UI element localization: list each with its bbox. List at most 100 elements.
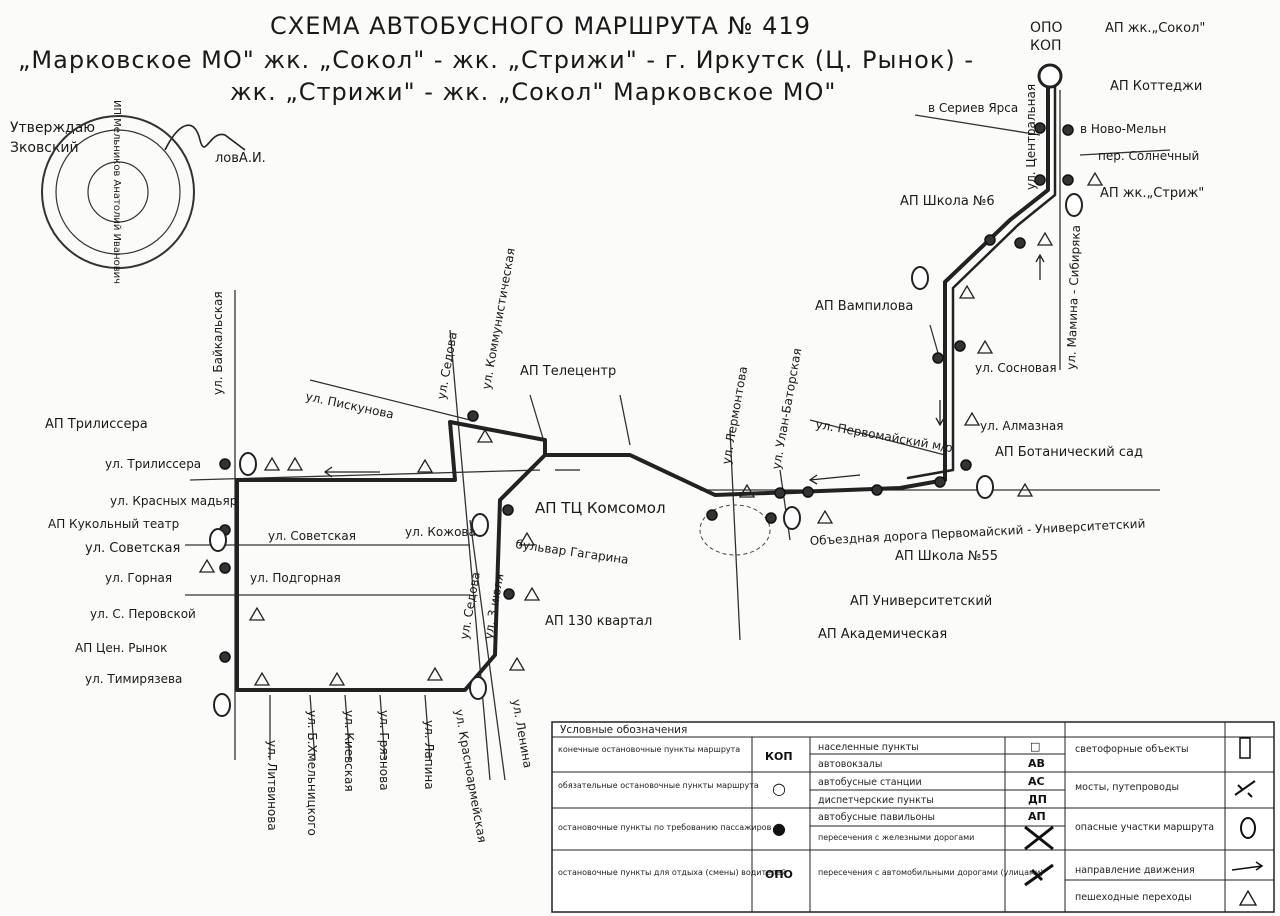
label-ap-shkola55: АП Школа №55 [895, 549, 998, 564]
label-ul-almaznaya: ул. Алмазная [980, 419, 1063, 433]
label-ul-s-perovskoy: ул. С. Перовской [90, 607, 196, 621]
label-ul-piskunova: ул. Пискунова [304, 389, 395, 421]
legend-row-7-desc3: направление движения [1075, 865, 1195, 876]
label-ul-timiryazeva: ул. Тимирязева [85, 672, 182, 686]
label-obezdnaya: Объездная дорога Первомайский - Универси… [809, 516, 1145, 548]
approval-signature-name: ловА.И. [215, 151, 266, 166]
label-ap-botanichesky: АП Ботанический сад [995, 445, 1143, 460]
legend-row-1-desc3: светофорные объекты [1075, 744, 1189, 755]
label-v-novo-melny: в Ново-Мельн [1080, 122, 1166, 136]
streets [185, 90, 1171, 781]
label-ul-lenina: ул. Ленина [509, 698, 535, 769]
stamp-text: ИП Мельников Анатолий Иванович [111, 100, 122, 284]
approval-line-2: Зковский [10, 140, 79, 156]
legend-row-7-desc: остановочные пункты для отдыха (смены) в… [558, 868, 786, 877]
label-ul-kozhova: ул. Кожова [405, 525, 476, 539]
label-ul-mamina-sibiryaka: ул. Мамина - Сибиряка [1064, 225, 1083, 370]
road-crossing-icon [1024, 863, 1054, 887]
label-ul-trilissera: ул. Трилиссера [105, 457, 201, 471]
pedestrian-crossing-icon [1238, 889, 1258, 906]
label-ul-ulan-batorskaya: ул. Улан-Баторская [769, 347, 804, 470]
railway-crossing-icon [1024, 825, 1054, 851]
traffic-light-icon [1239, 737, 1251, 759]
title-line-1: СХЕМА АВТОБУСНОГО МАРШРУТА № 419 [270, 12, 811, 40]
label-ul-sovetskaya-2: ул. Советская [268, 529, 356, 543]
legend: Условные обозначения конечные остановочн… [551, 721, 1275, 913]
legend-row-2-desc2: автовокзалы [818, 759, 882, 770]
legend-row-5-sym2: АП [1028, 810, 1046, 823]
danger-markers [209, 193, 1083, 717]
label-ul-sedova-2: ул. Седова [457, 571, 483, 641]
pavilion-markers [198, 171, 1104, 686]
title-line-3: жк. „Стрижи" - жк. „Сокол" Марковское МО… [230, 78, 836, 106]
terminal-label-2: КОП [1030, 38, 1062, 54]
bridge-icon [1234, 780, 1256, 798]
label-per-solnechny: пер. Солнечный [1098, 149, 1199, 163]
label-ul-lapina: ул. Лапина [422, 720, 436, 790]
title-line-2: „Марковское МО" жк. „Сокол" - жк. „Стриж… [18, 46, 974, 74]
label-ap-telecentr: АП Телецентр [520, 364, 616, 379]
label-ap-akademicheskaya: АП Академическая [818, 627, 947, 642]
direction-arrows [323, 253, 1045, 485]
label-ap-130-kvartal: АП 130 квартал [545, 614, 652, 629]
label-ul-3-iyulya: ул. 3 июля [481, 572, 506, 640]
label-ul-gryaznova: ул. Грязнова [377, 710, 391, 791]
legend-row-5-desc3: опасные участки маршрута [1075, 822, 1214, 833]
legend-row-1-desc: конечные остановочные пункты маршрута [558, 745, 740, 754]
legend-row-1-sym: КОП [765, 750, 793, 763]
label-ul-b-khmelnitskogo: ул. Б.Хмельницкого [305, 710, 319, 836]
bus-route-path-return [906, 73, 1057, 480]
legend-title: Условные обозначения [560, 724, 687, 736]
stop-markers [219, 122, 1074, 663]
label-ap-vampilova: АП Вампилова [815, 299, 913, 314]
label-bulvar-gagarina: бульвар Гагарина [515, 537, 630, 567]
label-ap-shkola6: АП Школа №6 [900, 194, 995, 209]
legend-row-7-desc2: пересечения с автомобильными дорогами (у… [818, 868, 1043, 877]
legend-row-8-desc3: пешеходные переходы [1075, 892, 1192, 903]
approval-line-1: Утверждаю [10, 120, 95, 136]
legend-row-1-desc2: населенные пункты [818, 742, 919, 753]
label-ap-komsomol: АП ТЦ Комсомол [535, 499, 666, 517]
official-stamp: ИП Мельников Анатолий Иванович [41, 100, 195, 284]
label-ap-kukolny: АП Кукольный театр [48, 517, 179, 531]
label-ul-kommunisticheskaya: ул. Коммунистическая [479, 247, 518, 391]
legend-row-3-desc3: мосты, путепроводы [1075, 782, 1179, 793]
label-ul-lermontova: ул. Лермонтова [719, 365, 750, 465]
legend-row-6-desc2: пересечения с железными дорогами [818, 833, 974, 842]
label-ul-tsentralnaya: ул. Центральная [1024, 84, 1038, 190]
legend-row-1-sym2: □ [1030, 740, 1040, 753]
label-ul-sosnovaya: ул. Сосновая [975, 361, 1057, 375]
legend-row-7-sym: ОПО [765, 868, 793, 881]
label-ul-kievskaya: ул. Киевская [342, 710, 356, 792]
legend-row-3-desc2: автобусные станции [818, 777, 922, 788]
legend-row-3-sym: ○ [772, 779, 786, 798]
legend-row-4-desc2: диспетчерские пункты [818, 795, 934, 806]
label-ul-podgornaya: ул. Подгорная [250, 571, 341, 585]
legend-row-4-sym2: ДП [1028, 793, 1047, 806]
label-ul-gornaya: ул. Горная [105, 571, 172, 585]
signature [164, 124, 246, 151]
direction-icon [1231, 861, 1264, 871]
legend-row-3-sym2: АС [1028, 775, 1045, 788]
label-ap-strizhi: АП жк.„Стриж" [1100, 186, 1204, 201]
legend-row-2-sym2: АВ [1028, 757, 1045, 770]
legend-row-5-sym: ● [772, 819, 786, 838]
label-ul-sovetskaya: ул. Советская [85, 541, 180, 556]
terminal-label-1: ОПО [1030, 20, 1063, 36]
terminal-circle [1037, 63, 1063, 89]
label-ul-krasnykh-madyar: ул. Красных мадьяр [110, 494, 237, 508]
legend-row-5-desc: остановочные пункты по требованию пассаж… [558, 823, 772, 832]
danger-icon [1240, 817, 1256, 839]
label-ap-tsen-rynok: АП Цен. Рынок [75, 641, 167, 655]
legend-row-5-desc2: автобусные павильоны [818, 812, 935, 823]
label-ul-pervomaysky: ул. Первомайский м/р [814, 417, 953, 455]
label-ul-krasnoarmeyskaya: ул. Красноармейская [452, 708, 489, 844]
label-v-seriev-yar: в Сериев Ярса [928, 101, 1018, 115]
label-ul-baikalskaya: ул. Байкальская [211, 291, 225, 395]
label-ap-sokol: АП жк.„Сокол" [1105, 21, 1205, 36]
label-ap-trilissera: АП Трилиссера [45, 417, 148, 432]
label-ap-universitetsky: АП Университетский [850, 594, 992, 609]
label-ap-kottedzhi: АП Коттеджи [1110, 79, 1202, 94]
legend-row-3-desc: обязательные остановочные пункты маршрут… [558, 781, 759, 790]
